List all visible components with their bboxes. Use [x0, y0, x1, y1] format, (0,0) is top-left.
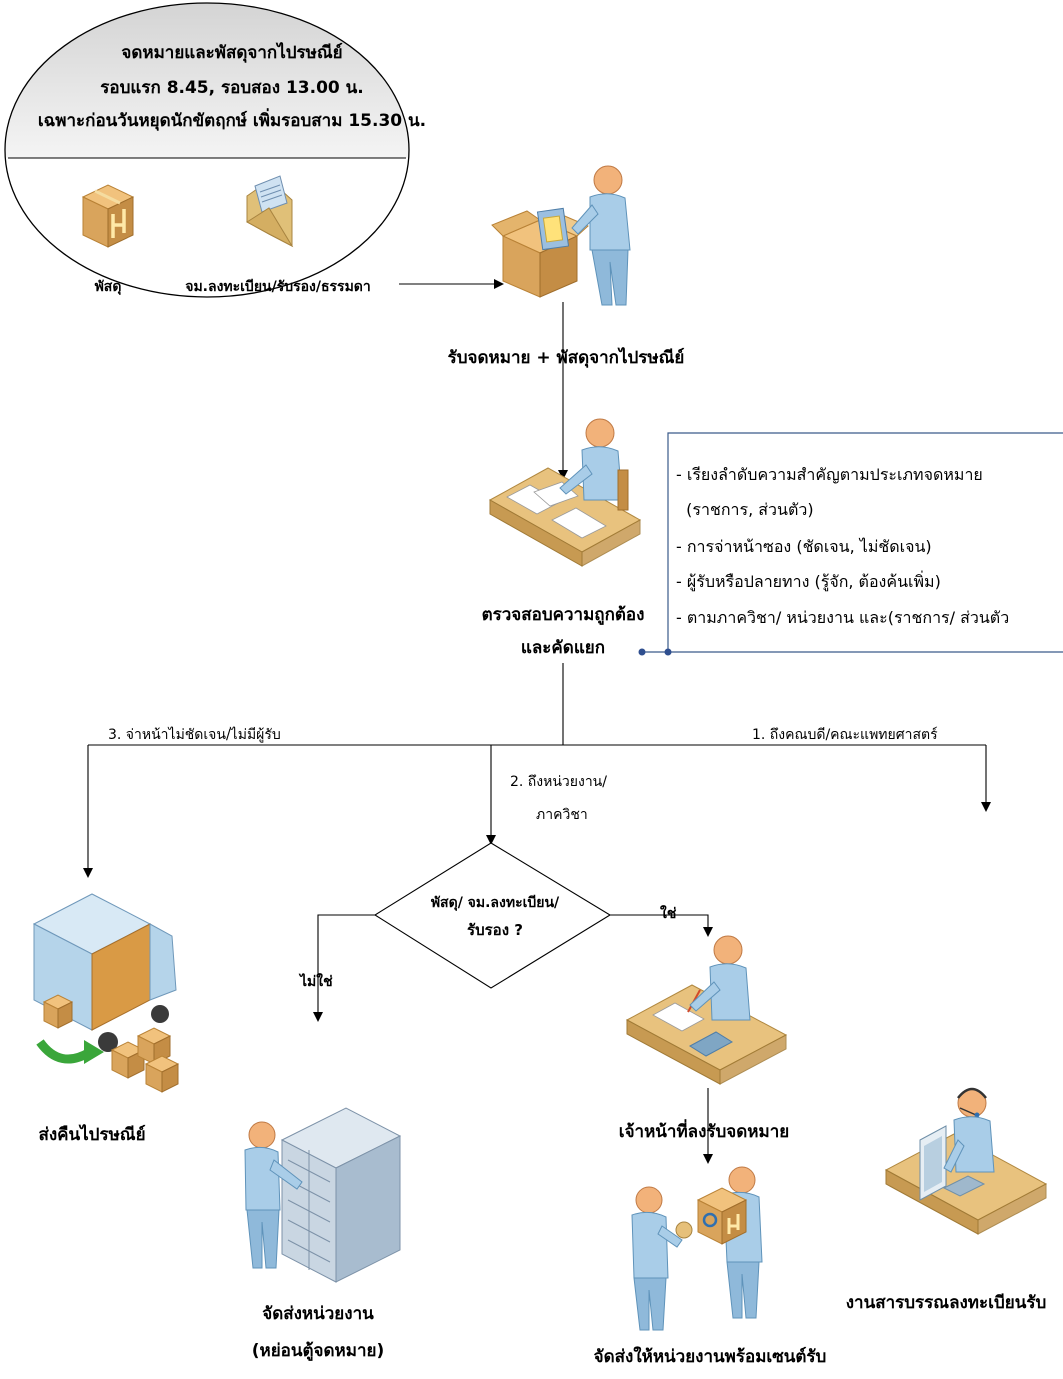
officer-label: เจ้าหน้าที่ลงรับจดหมาย: [619, 1119, 789, 1142]
envelope-icon: [246, 175, 294, 248]
mailbox-label-line2: (หย่อนตู้จดหมาย): [252, 1341, 385, 1362]
mailbox-label-line1: จัดส่งหน่วยงาน: [262, 1304, 374, 1324]
decision-question-line1: พัสดุ/ จม.ลงทะเบียน/: [431, 895, 560, 911]
receive-label: รับจดหมาย + พัสดุจากไปรษณีย์: [448, 347, 685, 368]
label-parcel: พัสดุ: [95, 279, 122, 295]
registry-workstation-icon: [884, 1087, 1048, 1235]
note-anchor-dot: [638, 648, 646, 656]
decision-question-line2: รับรอง ?: [467, 921, 523, 939]
branch-1-label: 1. ถึงคณบดี/คณะแพทยศาสตร์: [752, 726, 938, 743]
branch-2-label-line2: ภาควิชา: [536, 807, 588, 823]
circle-extra-round: เฉพาะก่อนวันหยุดนักขัตฤกษ์ เพิ่มรอบสาม 1…: [38, 108, 426, 131]
note-line: - ผู้รับหรือปลายทาง (รู้จัก, ต้องค้นเพิ่…: [676, 570, 941, 592]
label-mail-types: จม.ลงทะเบียน/รับรอง/ธรรมดา: [185, 279, 371, 295]
sorting-criteria-note: - เรียงลำดับความสำคัญตามประเภทจดหมาย (รา…: [638, 432, 1063, 656]
return-post-label: ส่งคืนไปรษณีย์: [38, 1124, 145, 1145]
connectors: [83, 279, 991, 1164]
check-label-line1: ตรวจสอบความถูกต้อง: [482, 605, 645, 626]
branch-3-label: 3. จ่าหน้าไม่ชัดเจน/ไม่มีผู้รับ: [108, 726, 281, 743]
registering-officer-icon: [625, 935, 788, 1085]
decision-yes-label: ใช่: [660, 904, 677, 922]
circle-rounds: รอบแรก 8.45, รอบสอง 13.00 น.: [100, 78, 363, 98]
sorting-desk-icon: [488, 418, 642, 567]
delivery-handover-icon: [631, 1166, 763, 1331]
note-line: (ราชการ, ส่วนตัว): [676, 500, 814, 519]
receiving-clerk-icon: [491, 165, 631, 306]
note-line: - การจ่าหน้าซอง (ชัดเจน, ไม่ชัดเจน): [676, 537, 932, 556]
check-label-line2: และคัดแยก: [521, 638, 605, 658]
source-circle: จดหมายและพัสดุจากไปรษณีย์ รอบแรก 8.45, ร…: [4, 2, 426, 298]
mailbox-cabinet-icon: [244, 1107, 402, 1283]
decision-no-label: ไม่ใช่: [298, 972, 333, 990]
note-line: - เรียงลำดับความสำคัญตามประเภทจดหมาย: [676, 465, 983, 484]
branch-2-label-line1: 2. ถึงหน่วยงาน/: [510, 774, 607, 790]
deliver-sign-label: จัดส่งให้หน่วยงานพร้อมเซนต์รับ: [594, 1346, 827, 1367]
circle-title: จดหมายและพัสดุจากไปรษณีย์: [121, 42, 342, 63]
decision-diamond: พัสดุ/ จม.ลงทะเบียน/ รับรอง ?: [373, 842, 612, 989]
note-line: - ตามภาควิชา/ หน่วยงาน และ(ราชการ/ ส่วนต…: [676, 608, 1009, 627]
note-anchor-dot: [664, 648, 672, 656]
parcel-icon: [81, 184, 135, 248]
registry-label: งานสารบรรณลงทะเบียนรับ: [846, 1292, 1047, 1313]
return-truck-icon: [32, 893, 180, 1093]
